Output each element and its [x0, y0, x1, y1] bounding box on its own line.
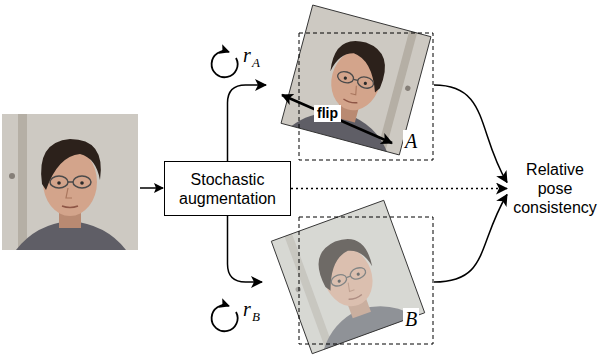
process-box: Stochastic augmentation — [164, 161, 291, 216]
rotation-subscript: A — [252, 56, 260, 70]
node-label: Stochastic augmentation — [168, 170, 287, 208]
output-text: Relative pose consistency — [508, 156, 602, 221]
node-label: Relative pose consistency — [511, 160, 599, 217]
connector-arrow — [434, 195, 507, 283]
image-frame: B — [262, 200, 434, 356]
flip-label: flip — [314, 105, 341, 122]
connector-arrow — [228, 85, 267, 161]
view-letter: A — [403, 130, 419, 152]
connector-arrow — [291, 188, 507, 190]
rotation-symbol: r — [243, 298, 251, 320]
connector-arrow — [434, 85, 507, 183]
rotation-symbol: r — [243, 44, 251, 66]
connector-arrow — [228, 216, 263, 282]
image-frame: A — [266, 2, 434, 162]
view-letter: B — [403, 308, 419, 330]
rotation-subscript: B — [252, 310, 260, 324]
